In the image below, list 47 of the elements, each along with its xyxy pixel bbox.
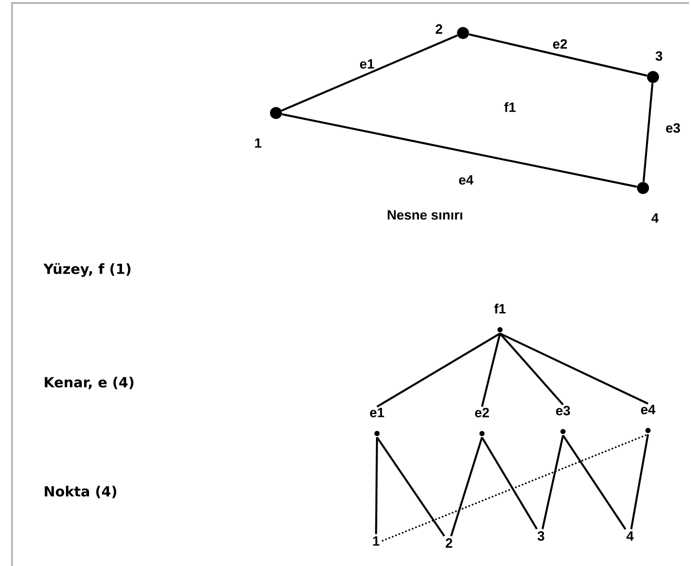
- vertex-dot: [637, 182, 649, 194]
- edge-label: e3: [666, 123, 680, 133]
- tree-node: e3: [556, 406, 570, 434]
- edge-line: [499, 332, 564, 406]
- edge-line: [542, 435, 564, 530]
- point-label: 4: [626, 531, 634, 541]
- vertex-dot: [457, 27, 469, 39]
- edge-line: [630, 434, 649, 530]
- node-label: e1: [370, 408, 384, 418]
- edge-line: [481, 436, 538, 530]
- vertex-label: 3: [656, 51, 662, 61]
- edge-line: [450, 437, 483, 536]
- vertex-label: 1: [255, 138, 262, 148]
- vertex-label: 4: [651, 213, 659, 223]
- edge-line: [500, 332, 648, 405]
- node-label: e2: [475, 408, 489, 418]
- vertex-dot: [270, 107, 282, 119]
- tree-node: e4: [641, 404, 656, 434]
- edge-line: [375, 437, 378, 534]
- edge-line: [562, 434, 626, 530]
- edge-line: [382, 434, 648, 542]
- point-label: 2: [446, 538, 452, 548]
- node-label: e3: [556, 406, 570, 416]
- tree-node: e1: [370, 408, 384, 436]
- level-label: Yüzey, f (1): [43, 263, 130, 277]
- node-label: f1: [494, 304, 506, 314]
- edge-line: [282, 113, 638, 188]
- level-label: Kenar, e (4): [44, 376, 134, 390]
- edge-line: [481, 333, 501, 407]
- edge-line: [468, 33, 648, 77]
- face-label: f1: [504, 102, 516, 112]
- edge-label: e1: [360, 59, 374, 69]
- point-label: 1: [373, 536, 380, 546]
- tree-node: f1: [494, 304, 506, 332]
- vertex-label: 2: [436, 24, 442, 34]
- node-label: e4: [641, 404, 656, 414]
- edge-label: e4: [459, 175, 474, 185]
- level-label: Nokta (4): [44, 486, 116, 498]
- edge-label: e2: [553, 39, 567, 49]
- edge-line: [642, 83, 654, 182]
- point-label: 3: [538, 531, 544, 541]
- edge-line: [281, 34, 458, 112]
- edge-line: [376, 332, 501, 408]
- edge-line: [376, 436, 446, 537]
- tree-node: e2: [475, 408, 489, 436]
- vertex-dot: [647, 71, 659, 83]
- boundary-label: Nesne sınırı: [388, 210, 462, 220]
